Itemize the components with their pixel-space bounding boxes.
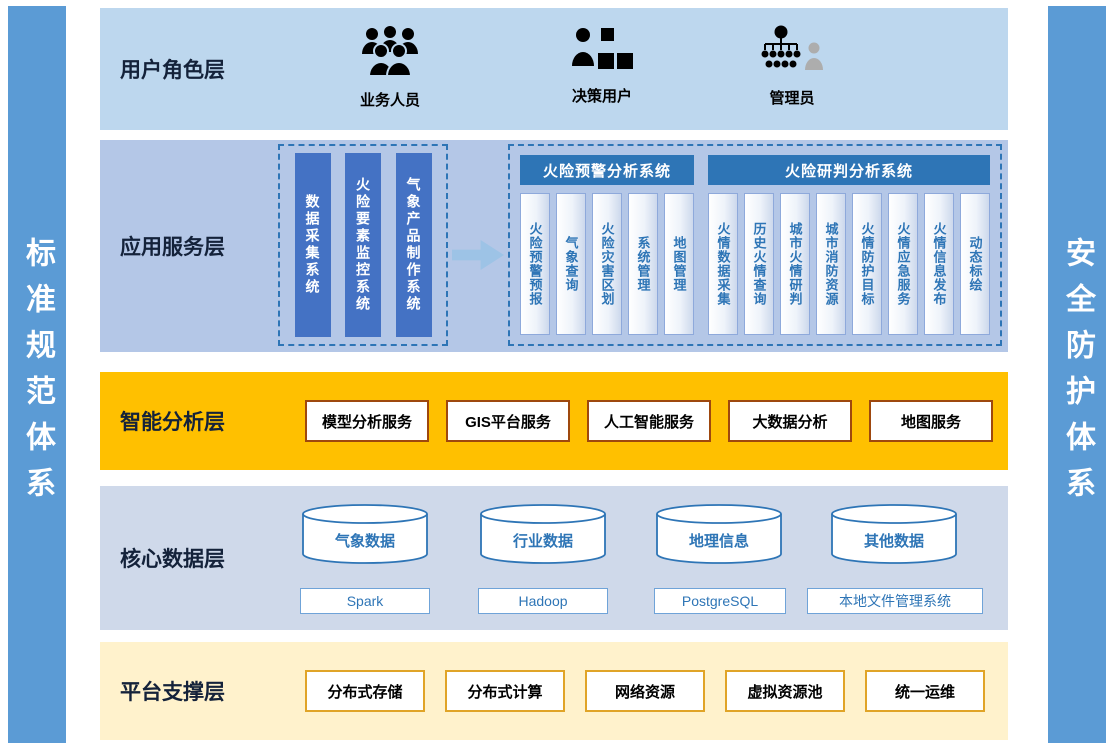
tech-box-local-file-system: 本地文件管理系统 — [807, 588, 983, 614]
module-item: 城市火情研判 — [780, 193, 810, 335]
system-pill-data-collection: 数据采集系统 — [294, 153, 331, 337]
flow-arrow-icon — [452, 240, 504, 270]
role-decision-user: 决策用户 — [532, 24, 672, 106]
module-item: 火情应急服务 — [888, 193, 918, 335]
support-box-unified-ops: 统一运维 — [865, 670, 985, 712]
module-item: 火险预警预报 — [520, 193, 550, 335]
service-box-bigdata: 大数据分析 — [728, 400, 852, 442]
system-pill-weather-product: 气象产品制作系统 — [395, 153, 432, 337]
warning-system-header: 火险预警分析系统 — [520, 155, 694, 185]
support-box-distributed-computing: 分布式计算 — [445, 670, 565, 712]
people-group-icon — [362, 26, 418, 77]
analysis-system-modules: 火情数据采集 历史火情查询 城市火情研判 城市消防资源 火情防护目标 火情应急服… — [708, 193, 990, 335]
core-data-layer: 核心数据层 气象数据 行业数据 地理信息 其他数据 Spark Hadoop P… — [100, 486, 1008, 630]
platform-support-layer: 平台支撑层 分布式存储 分布式计算 网络资源 虚拟资源池 统一运维 — [100, 642, 1008, 740]
role-label: 业务人员 — [359, 92, 420, 109]
intelligent-analysis-layer: 智能分析层 模型分析服务 GIS平台服务 人工智能服务 大数据分析 地图服务 — [100, 372, 1008, 470]
analysis-system-group: 火险研判分析系统 火情数据采集 历史火情查询 城市火情研判 城市消防资源 火情防… — [708, 155, 990, 335]
role-label: 管理员 — [769, 90, 815, 107]
support-resources-row: 分布式存储 分布式计算 网络资源 虚拟资源池 统一运维 — [305, 670, 985, 712]
module-item: 地图管理 — [664, 193, 694, 335]
module-item: 火情信息发布 — [924, 193, 954, 335]
module-item: 火险灾害区划 — [592, 193, 622, 335]
module-item: 城市消防资源 — [816, 193, 846, 335]
user-role-layer-title: 用户角色层 — [120, 59, 225, 82]
system-pill-fire-risk-monitoring: 火险要素监控系统 — [345, 153, 381, 337]
security-protection-label: 安全防护体系 — [1061, 236, 1094, 513]
module-item: 系统管理 — [628, 193, 658, 335]
database-cylinder-icon — [831, 504, 957, 564]
database-other: 其他数据 — [829, 502, 959, 566]
user-role-layer: 用户角色层 业务人员 决策用户 — [100, 8, 1008, 130]
database-cylinder-icon — [656, 504, 782, 564]
tech-box-spark: Spark — [300, 588, 430, 614]
database-label: 地理信息 — [688, 533, 749, 550]
admin-hierarchy-icon — [761, 25, 823, 70]
database-label: 气象数据 — [334, 533, 395, 550]
support-box-network-resources: 网络资源 — [585, 670, 705, 712]
analysis-systems-group: 火险预警分析系统 火险预警预报 气象查询 火险灾害区划 系统管理 地图管理 火险… — [508, 144, 1002, 346]
module-item: 动态标绘 — [960, 193, 990, 335]
tech-box-hadoop: Hadoop — [478, 588, 608, 614]
intelligent-analysis-layer-title: 智能分析层 — [120, 411, 225, 434]
support-box-distributed-storage: 分布式存储 — [305, 670, 425, 712]
service-box-model-analysis: 模型分析服务 — [305, 400, 429, 442]
standard-spec-label: 标准规范体系 — [21, 236, 54, 513]
module-item: 气象查询 — [556, 193, 586, 335]
module-item: 火情防护目标 — [852, 193, 882, 335]
database-industry: 行业数据 — [478, 502, 608, 566]
warning-system-modules: 火险预警预报 气象查询 火险灾害区划 系统管理 地图管理 — [520, 193, 694, 335]
app-service-layer-title: 应用服务层 — [120, 236, 225, 259]
source-systems-group: 数据采集系统 火险要素监控系统 气象产品制作系统 — [278, 144, 448, 346]
tech-box-postgresql: PostgreSQL — [654, 588, 786, 614]
support-box-virtual-resource-pool: 虚拟资源池 — [725, 670, 845, 712]
warning-system-group: 火险预警分析系统 火险预警预报 气象查询 火险灾害区划 系统管理 地图管理 — [520, 155, 694, 335]
security-protection-sidebar: 安全防护体系 — [1048, 6, 1106, 743]
standard-spec-sidebar: 标准规范体系 — [8, 6, 66, 743]
service-box-map: 地图服务 — [869, 400, 993, 442]
service-box-gis-platform: GIS平台服务 — [446, 400, 570, 442]
database-weather: 气象数据 — [300, 502, 430, 566]
database-cylinder-icon — [302, 504, 428, 564]
core-data-layer-title: 核心数据层 — [120, 548, 225, 571]
module-item: 历史火情查询 — [744, 193, 774, 335]
database-cylinder-icon — [480, 504, 606, 564]
service-box-ai: 人工智能服务 — [587, 400, 711, 442]
platform-support-layer-title: 平台支撑层 — [120, 681, 225, 704]
analysis-system-header: 火险研判分析系统 — [708, 155, 990, 185]
decision-user-icon — [572, 28, 633, 69]
role-label: 决策用户 — [571, 88, 632, 105]
module-item: 火情数据采集 — [708, 193, 738, 335]
database-label: 其他数据 — [863, 533, 924, 550]
database-geographic: 地理信息 — [654, 502, 784, 566]
role-administrator: 管理员 — [722, 24, 862, 108]
database-label: 行业数据 — [512, 533, 573, 550]
role-business-staff: 业务人员 — [320, 24, 460, 110]
app-service-layer: 应用服务层 数据采集系统 火险要素监控系统 气象产品制作系统 火险预警分析系统 … — [100, 140, 1008, 352]
analysis-services-row: 模型分析服务 GIS平台服务 人工智能服务 大数据分析 地图服务 — [305, 400, 993, 442]
